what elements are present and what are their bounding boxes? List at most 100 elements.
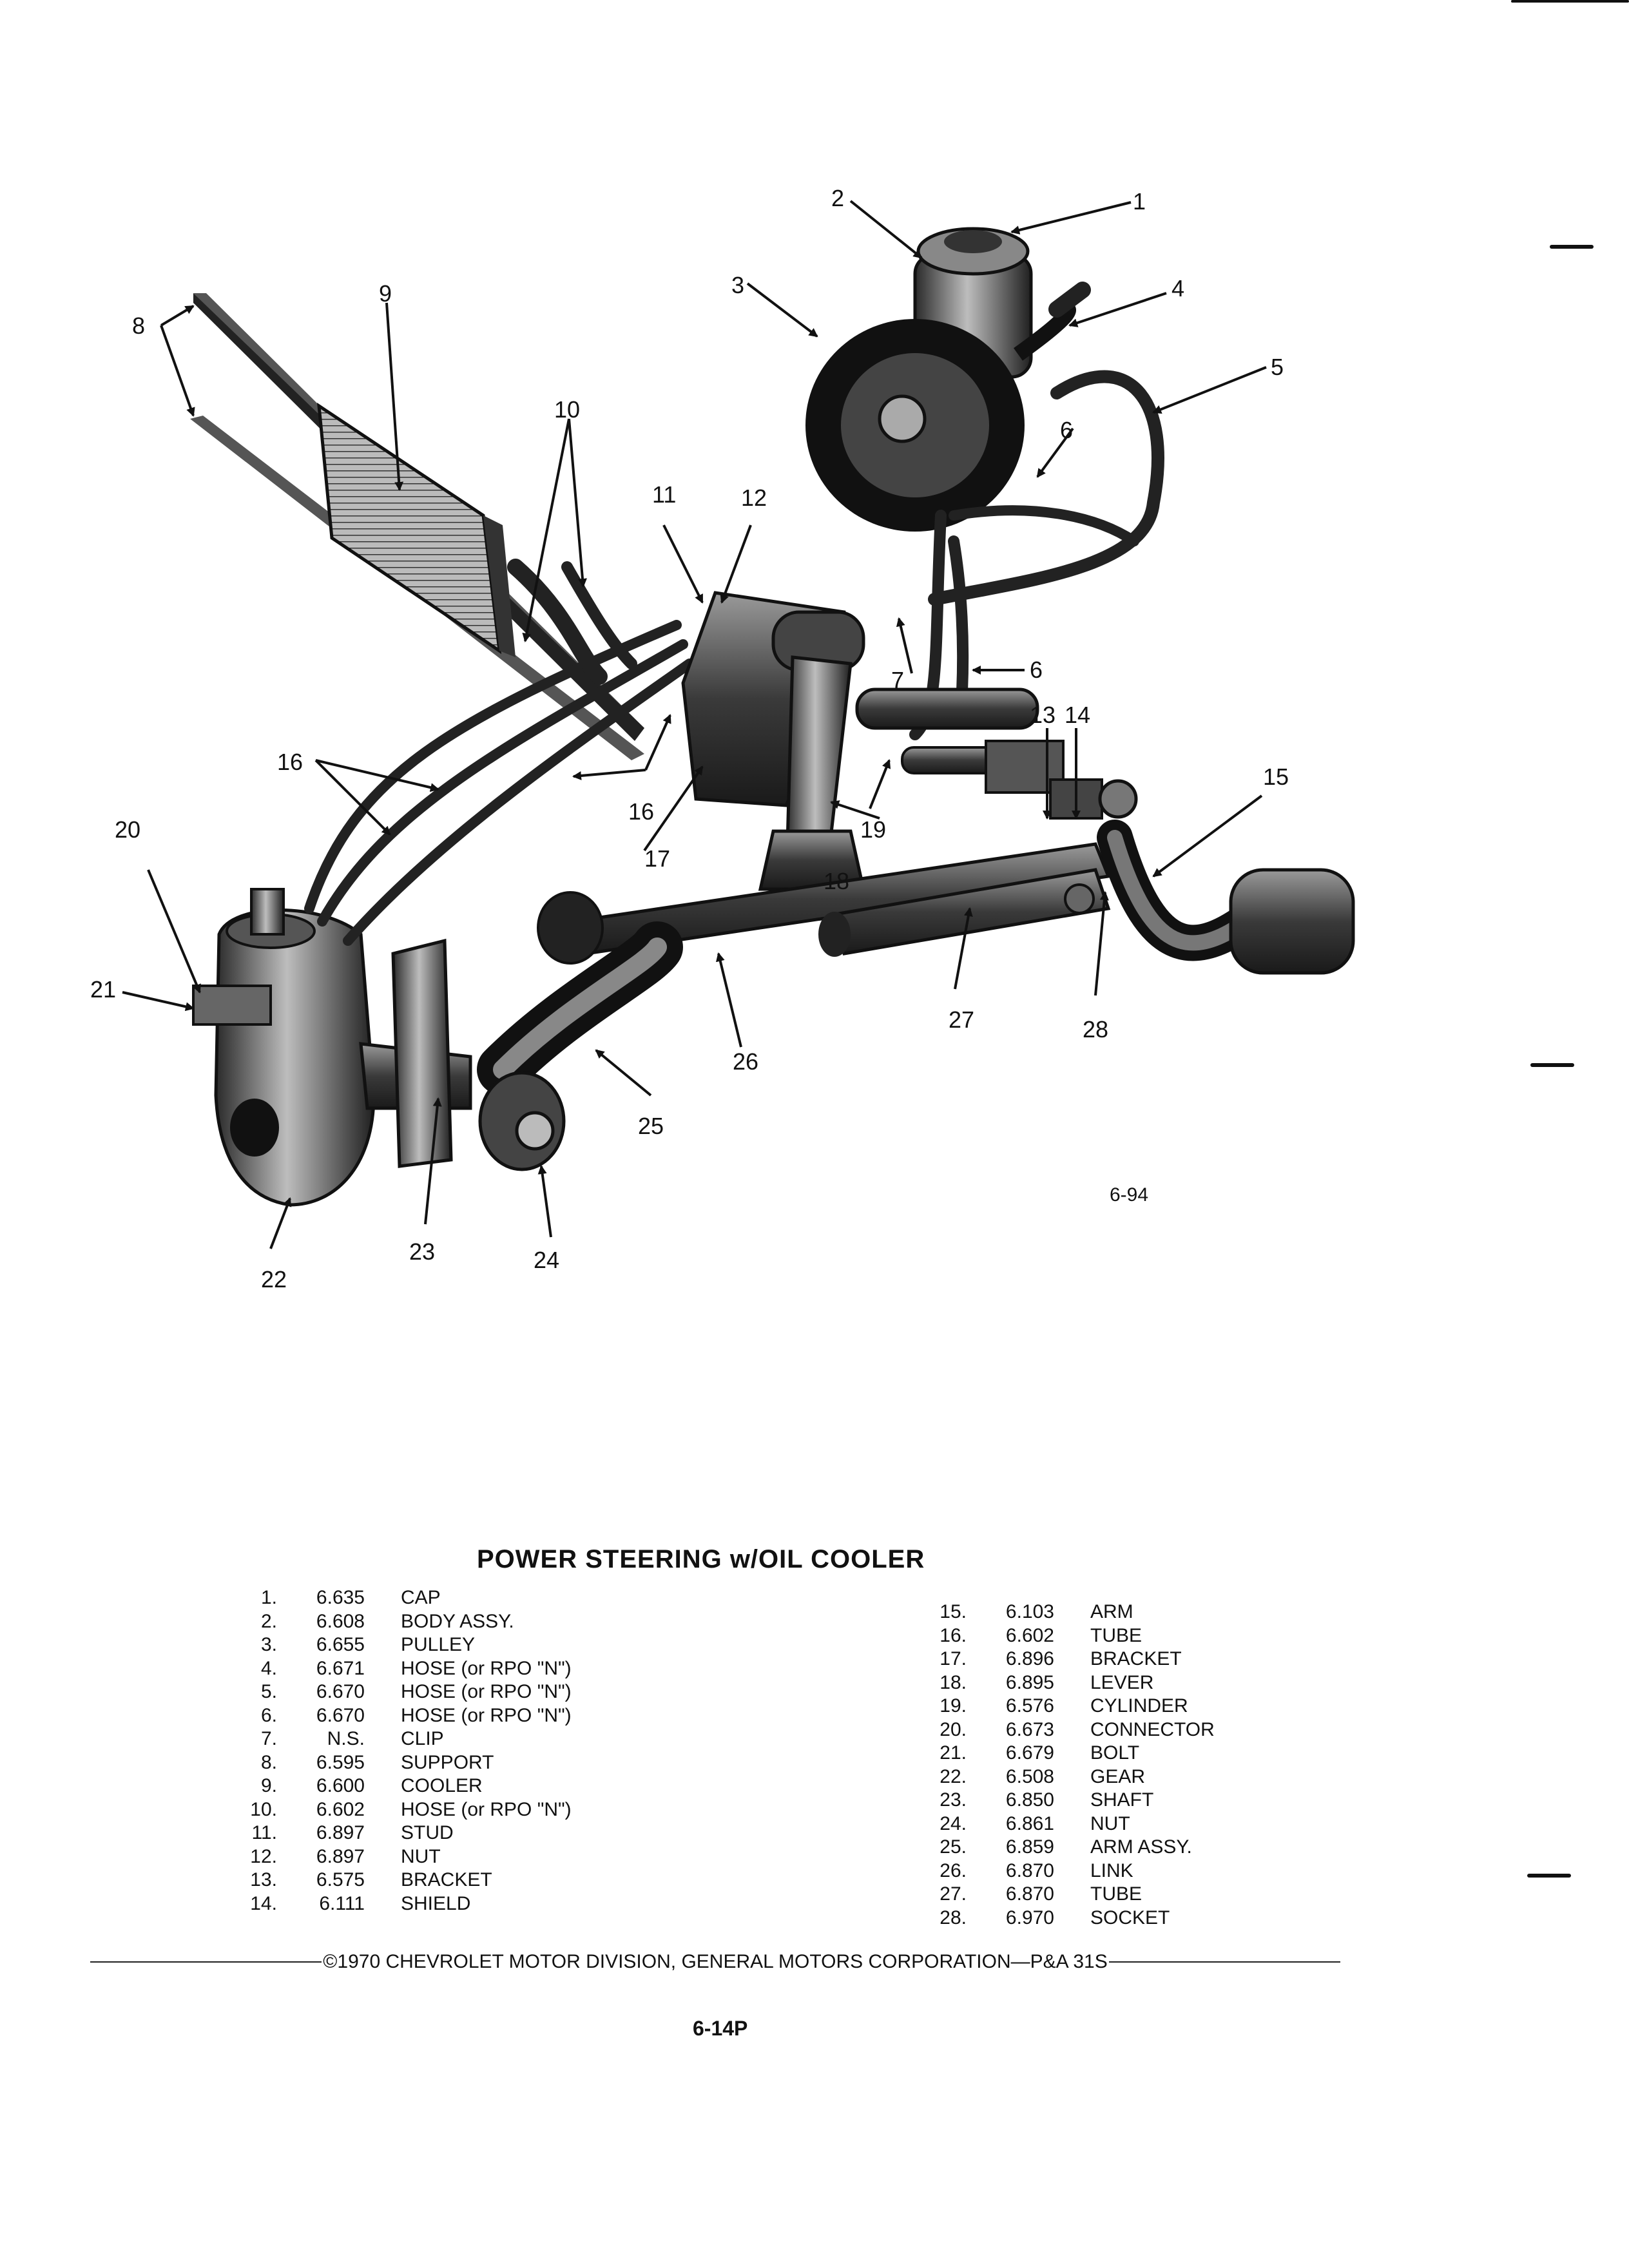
part-description: SUPPORT [401,1751,494,1773]
list-item: 14. 6.111 SHIELD [200,1892,572,1916]
power-cylinder [901,740,1103,820]
part-code: 6.103 [1005,1601,1054,1622]
pitman-arm [359,921,683,1171]
callout: 15 [1263,764,1289,790]
part-code: 6.111 [319,1892,365,1914]
callout: 20 [115,816,140,843]
part-description: STUD [401,1822,454,1843]
list-item: 11. 6.897 STUD [200,1821,572,1845]
part-number: 22. [940,1765,967,1787]
callout: 3 [731,272,744,298]
part-code: 6.655 [316,1634,365,1655]
part-description: BRACKET [1090,1648,1182,1669]
part-code: 6.897 [316,1822,365,1843]
part-code: 6.850 [1005,1789,1054,1811]
part-code: 6.670 [316,1681,365,1702]
page-number: 6-14P [693,2017,748,2040]
list-item: 16. 6.602 TUBE [889,1624,1215,1648]
part-number: 2. [260,1610,277,1632]
part-code: 6.870 [1005,1860,1054,1881]
part-number: 4. [260,1657,277,1679]
part-code: 6.671 [316,1657,365,1679]
callout: 12 [741,485,767,511]
part-code: 6.897 [316,1845,365,1867]
part-description: LINK [1090,1860,1133,1881]
list-item: 26. 6.870 LINK [889,1860,1215,1883]
callout: 6 [1030,657,1043,683]
callout: 2 [831,185,844,211]
page-title: POWER STEERING w/OIL COOLER [477,1545,925,1573]
part-description: HOSE (or RPO "N") [401,1704,572,1726]
part-description: CYLINDER [1090,1695,1188,1716]
part-code: 6.895 [1005,1671,1054,1693]
part-number: 23. [940,1789,967,1811]
callout: 27 [949,1006,974,1033]
part-number: 10. [250,1798,277,1820]
callout: 26 [733,1048,758,1075]
leader-lines [122,200,1267,1249]
part-code: 6.575 [316,1869,365,1890]
part-number: 20. [940,1718,967,1740]
steering-gear [192,888,376,1207]
part-number: 26. [940,1860,967,1881]
list-item: 7.N.S.CLIP [200,1727,572,1751]
part-code: 6.602 [1005,1624,1054,1646]
relay-rod [537,829,1111,969]
callout: 6 [1060,417,1073,443]
callout: 9 [379,280,392,307]
callout: 18 [824,868,849,894]
part-description: ARM ASSY. [1090,1836,1192,1858]
part-description: HOSE (or RPO "N") [401,1657,572,1679]
part-number: 17. [940,1648,967,1669]
part-description: ARM [1090,1601,1133,1622]
callout: 23 [409,1238,435,1265]
part-description: HOSE (or RPO "N") [401,1798,572,1820]
part-number: 11. [251,1822,277,1843]
callout: 4 [1171,275,1184,302]
part-number: 24. [940,1812,967,1834]
callout: 8 [132,312,145,339]
part-description: GEAR [1090,1765,1146,1787]
part-code: 6.635 [316,1587,365,1608]
part-number: 16. [940,1624,967,1646]
callout: 25 [638,1113,664,1139]
part-description: TUBE [1090,1624,1142,1646]
part-code: 6.595 [316,1751,365,1773]
part-number: 8. [260,1751,277,1773]
part-description: SHIELD [401,1892,471,1914]
part-code: 6.870 [1005,1883,1054,1905]
part-number: 6. [260,1704,277,1726]
bracket-and-lever [681,591,1039,891]
callout: 13 [1030,702,1055,728]
callout: 5 [1271,354,1284,380]
part-code: 6.859 [1005,1836,1054,1858]
part-number: 1. [260,1587,277,1608]
part-number: 7. [260,1728,277,1749]
part-description: BOLT [1090,1742,1140,1763]
part-description: BODY ASSY. [401,1610,514,1632]
part-code: N.S. [327,1728,365,1749]
part-number: 13. [250,1869,277,1890]
binding-mark [1550,245,1594,249]
binding-mark [1530,1063,1574,1067]
footer-rule-left [90,1961,322,1963]
callout: 19 [860,816,886,843]
part-number: 14. [250,1892,277,1914]
part-code: 6.679 [1005,1742,1054,1763]
part-code: 6.602 [316,1798,365,1820]
part-description: NUT [401,1845,441,1867]
callout: 16 [277,749,303,775]
